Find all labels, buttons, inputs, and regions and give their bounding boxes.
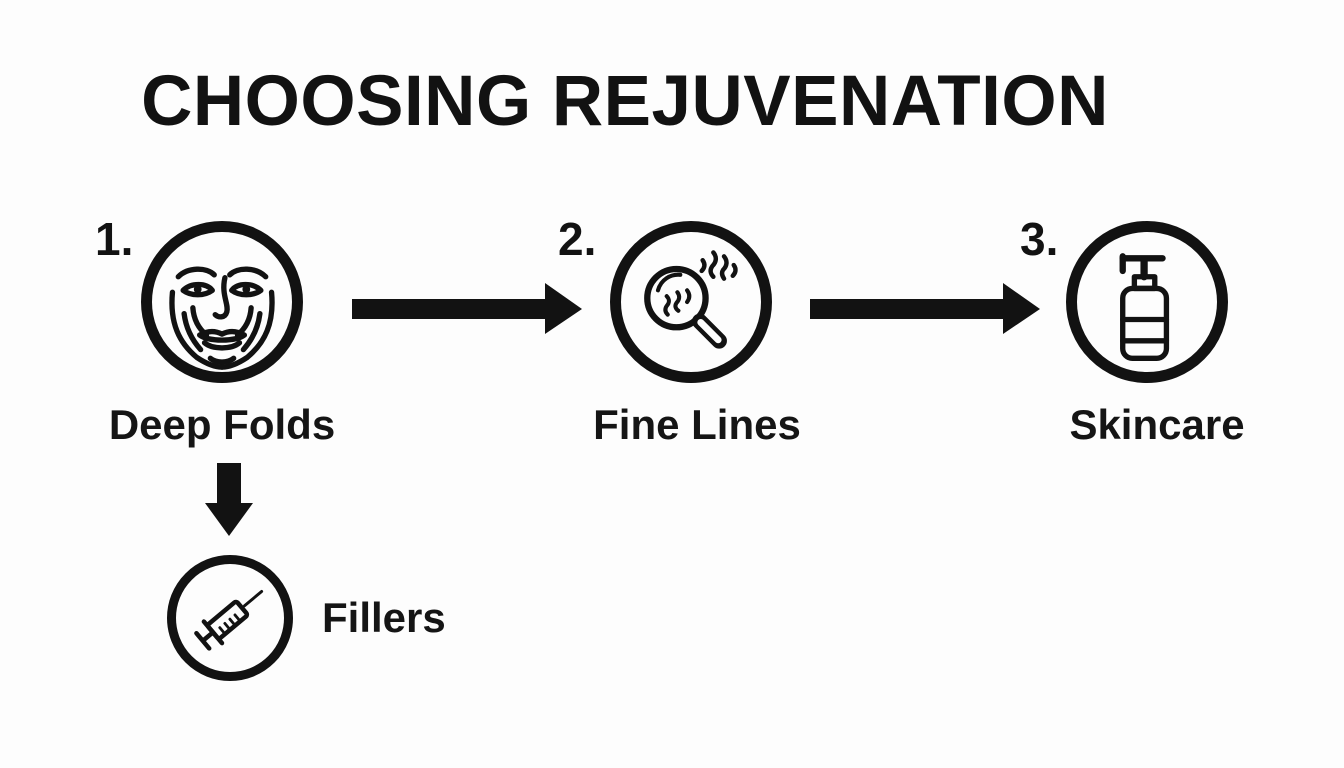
step-3-label: Skincare (1069, 401, 1245, 448)
step-1-label: Deep Folds (108, 401, 336, 448)
arrow-down-icon (205, 463, 253, 536)
magnifier-wrinkles-icon (644, 250, 738, 349)
step-3-circle (1066, 221, 1228, 383)
step-1-number: 1. (95, 213, 134, 265)
syringe-icon (194, 589, 264, 651)
step-3-number: 3. (1020, 213, 1059, 265)
arrow-right-icon (810, 283, 1040, 334)
step-2-number: 2. (558, 213, 597, 265)
step-2-circle (610, 221, 772, 383)
branch-label: Fillers (322, 594, 446, 641)
branch-circle (167, 555, 293, 681)
face-deep-folds-icon (169, 266, 275, 370)
step-2-label: Fine Lines (593, 401, 801, 448)
page-title: CHOOSING REJUVENATION (141, 62, 1109, 141)
pump-bottle-icon (1119, 253, 1170, 362)
arrow-right-icon (352, 283, 582, 334)
step-1-circle (141, 221, 303, 383)
